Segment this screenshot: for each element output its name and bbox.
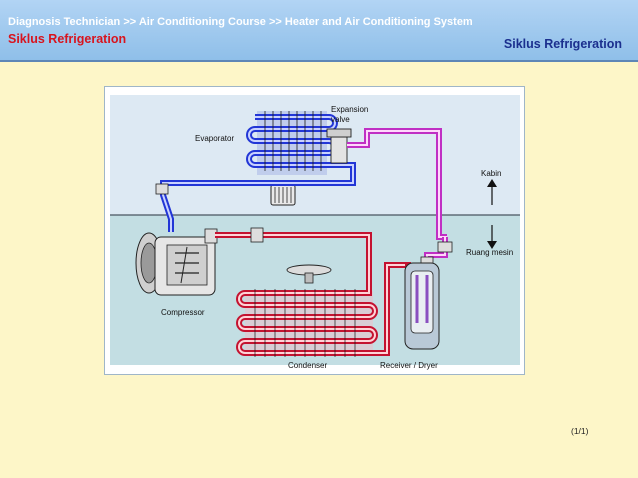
diagram-frame: Expansion valve Evaporator Kabin Ruang m… [104,86,525,375]
cabin-arrow-icon [487,179,497,205]
suction-line [160,162,356,232]
header-bar: Diagnosis Technician >> Air Conditioning… [0,0,638,62]
liquid-line-fitting [420,241,453,266]
compressor-label: Compressor [161,308,205,317]
page-counter: (1/1) [571,426,589,436]
section-title: Siklus Refrigeration [503,37,622,51]
evaporator-coil [246,111,338,175]
kabin-label: Kabin [481,169,501,178]
breadcrumb: Diagnosis Technician >> Air Conditioning… [8,16,473,28]
discharge-fitting [250,227,264,243]
suction-fitting [155,183,169,195]
engine-arrow-icon [487,225,497,249]
discharge-line [215,232,372,267]
receiver-dryer [404,262,440,350]
ruang-mesin-label: Ruang mesin [466,248,513,257]
condenser-label: Condenser [288,361,327,370]
expansion-valve-label: Expansion [331,105,368,114]
receiver-dryer-label: Receiver / Dryer [380,361,438,370]
expansion-valve [326,128,352,164]
compressor [135,228,218,296]
condenser-fan [286,264,332,284]
page-title: Siklus Refrigeration [8,32,127,46]
refrigeration-cycle-diagram: Expansion valve Evaporator Kabin Ruang m… [110,95,520,370]
condenser-coil [236,262,405,357]
expansion-valve-label-2: valve [331,115,350,124]
evaporator-blower [270,184,296,206]
evaporator-label: Evaporator [195,134,234,143]
